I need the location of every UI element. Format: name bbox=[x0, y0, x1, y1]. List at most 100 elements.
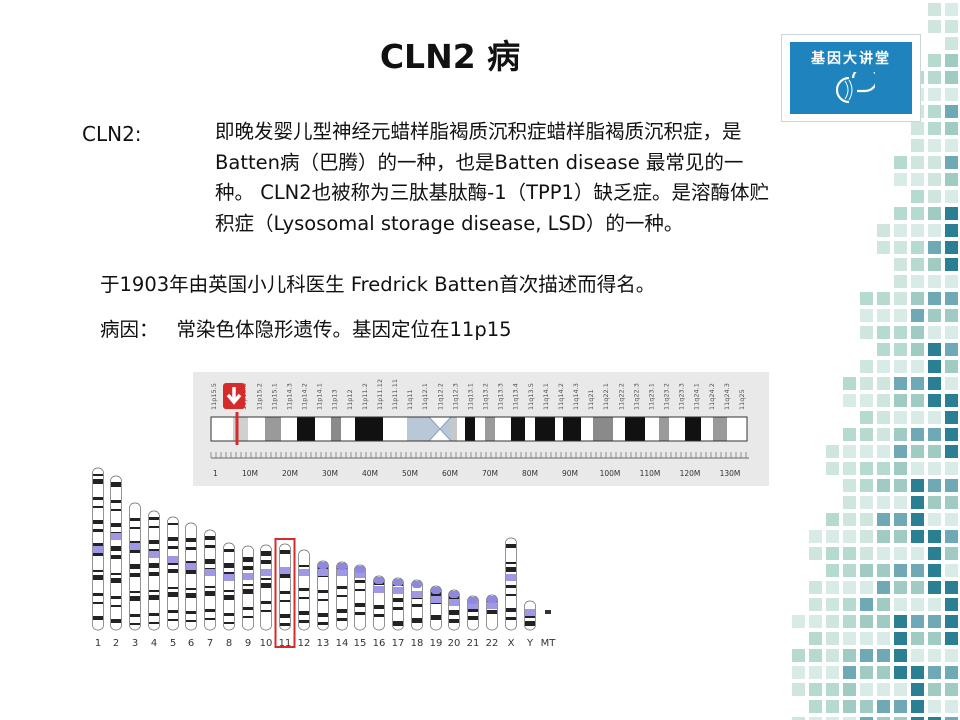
ideogram-band bbox=[233, 417, 248, 441]
grid-square bbox=[928, 649, 941, 662]
grid-square bbox=[792, 683, 805, 696]
chromosome-label: 4 bbox=[151, 638, 157, 649]
band-label: 11q21 bbox=[587, 389, 595, 410]
centromere bbox=[407, 417, 451, 441]
grid-square bbox=[860, 394, 873, 407]
chromosome-label: 10 bbox=[260, 638, 273, 649]
chromosome-band bbox=[449, 619, 459, 623]
grid-square bbox=[945, 20, 958, 33]
ruler-label: 120M bbox=[680, 469, 701, 478]
chromosome-band bbox=[355, 612, 365, 615]
grid-square bbox=[877, 445, 890, 458]
grid-square bbox=[945, 88, 958, 101]
grid-square bbox=[843, 530, 856, 543]
chromosome-band bbox=[280, 614, 290, 618]
grid-square bbox=[945, 37, 958, 50]
grid-square bbox=[928, 241, 941, 254]
grid-square bbox=[877, 343, 890, 356]
grid-square bbox=[826, 445, 839, 458]
grid-square bbox=[843, 717, 856, 720]
ideogram-band bbox=[659, 417, 669, 441]
grid-square bbox=[843, 683, 856, 696]
grid-square bbox=[894, 173, 907, 186]
ideogram-band bbox=[685, 417, 701, 441]
grid-square bbox=[894, 428, 907, 441]
chromosome: 3 bbox=[129, 502, 141, 649]
band-label: 11q24.2 bbox=[708, 383, 716, 410]
chromosome-band bbox=[280, 623, 290, 626]
grid-square bbox=[945, 581, 958, 594]
chromosome-band bbox=[93, 552, 103, 556]
ideogram-band bbox=[355, 417, 383, 441]
chromosome-band bbox=[431, 615, 441, 620]
grid-square bbox=[928, 275, 941, 288]
ideogram-band bbox=[713, 417, 727, 441]
grid-square bbox=[911, 190, 924, 203]
grid-square bbox=[911, 462, 924, 475]
grid-square bbox=[894, 394, 907, 407]
chromosome: 19 bbox=[430, 585, 443, 649]
grid-square bbox=[826, 564, 839, 577]
centromere bbox=[224, 574, 234, 581]
chromosome-band bbox=[487, 610, 497, 614]
grid-square bbox=[928, 105, 941, 118]
grid-square bbox=[826, 717, 839, 720]
chromosome-band bbox=[168, 587, 178, 589]
grid-square bbox=[894, 207, 907, 220]
grid-square bbox=[809, 581, 822, 594]
chromosome-band bbox=[111, 578, 121, 583]
grid-square bbox=[809, 700, 822, 713]
grid-square bbox=[894, 326, 907, 339]
chromosome-label: 6 bbox=[188, 638, 194, 649]
chromosome: 20 bbox=[448, 589, 461, 649]
chromosome-label: 18 bbox=[411, 638, 424, 649]
chromosome-band bbox=[261, 551, 271, 556]
centromere bbox=[449, 599, 459, 606]
grid-square bbox=[877, 683, 890, 696]
grid-square bbox=[792, 666, 805, 679]
grid-square bbox=[860, 462, 873, 475]
chromosome-band bbox=[205, 586, 215, 588]
chromosome-label: 19 bbox=[430, 638, 443, 649]
grid-square bbox=[911, 513, 924, 526]
grid-square bbox=[843, 649, 856, 662]
ideogram-band bbox=[613, 417, 625, 441]
ideogram-band bbox=[645, 417, 659, 441]
grid-square bbox=[877, 411, 890, 424]
grid-square bbox=[809, 530, 822, 543]
chromosome: 9 bbox=[242, 545, 254, 649]
chromosome-body bbox=[317, 560, 329, 631]
chromosome-band bbox=[149, 572, 159, 576]
grid-square bbox=[894, 666, 907, 679]
band-label: 11q14.3 bbox=[572, 383, 580, 410]
chromosome: 12 bbox=[298, 549, 310, 649]
grid-square bbox=[826, 462, 839, 475]
chromosome: 21 bbox=[467, 595, 479, 649]
chromosome-band bbox=[393, 621, 403, 626]
grid-square bbox=[860, 326, 873, 339]
grid-square bbox=[911, 343, 924, 356]
chromosome-band bbox=[243, 557, 253, 562]
grid-square bbox=[809, 632, 822, 645]
satellite bbox=[318, 562, 328, 569]
chromosome-band bbox=[506, 594, 516, 596]
grid-square bbox=[894, 564, 907, 577]
grid-square bbox=[860, 683, 873, 696]
grid-square bbox=[826, 513, 839, 526]
chromosome-band bbox=[149, 563, 159, 568]
grid-square bbox=[894, 632, 907, 645]
chromosome-band bbox=[280, 600, 290, 602]
grid-square bbox=[877, 513, 890, 526]
chromosome-label: 17 bbox=[392, 638, 405, 649]
grid-square bbox=[843, 564, 856, 577]
grid-square bbox=[843, 496, 856, 509]
centromere bbox=[412, 591, 422, 598]
chromosome-band bbox=[130, 573, 140, 577]
cause-detail: 常染色体隐形遗传。基因定位在11p15 bbox=[176, 318, 512, 341]
chromosome-band bbox=[93, 616, 103, 620]
grid-square bbox=[894, 683, 907, 696]
ideogram-band bbox=[465, 417, 475, 441]
ideogram-band bbox=[701, 417, 713, 441]
grid-square bbox=[911, 122, 924, 135]
chromosome-label: 20 bbox=[448, 638, 461, 649]
